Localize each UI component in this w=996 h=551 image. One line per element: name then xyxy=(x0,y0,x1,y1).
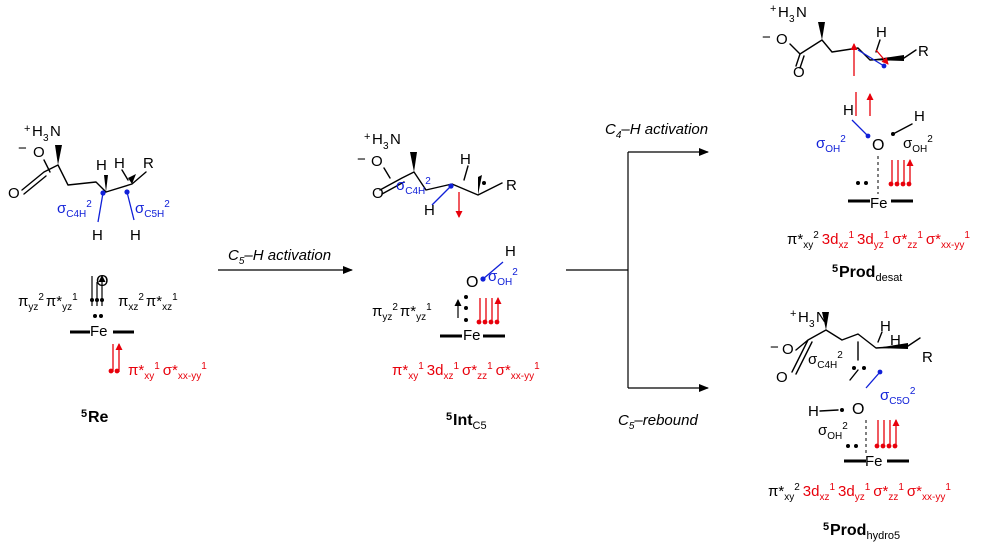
int-nh3-n: N xyxy=(390,131,401,148)
re-nh3-plus: + xyxy=(24,123,30,135)
desat-h-right: H xyxy=(914,108,925,125)
hydro-fe: Fe xyxy=(865,453,883,470)
re-label-sup: 5 xyxy=(81,408,87,420)
hydro-h-oh: H xyxy=(808,403,819,420)
arrow-c4h-label: C4–H activation xyxy=(605,121,708,141)
hydro-carboxylate-minus: − xyxy=(770,339,779,356)
desat-o: O xyxy=(872,137,884,154)
desat-sigma-oh-right: σOH2 xyxy=(903,134,933,155)
re-nh3-sub: 3 xyxy=(43,133,49,144)
structure-re: − O + H 3 N O H H R σC4H2 σC5H2 H H O Fe… xyxy=(8,123,207,426)
desat-carboxylate-minus: − xyxy=(762,29,771,46)
int-h-lower: H xyxy=(424,202,435,219)
re-sigma-c5h: σC5H2 xyxy=(135,199,170,220)
hydro-nh3-h: H xyxy=(798,309,809,326)
hydro-h1: H xyxy=(880,318,891,335)
int-o-single: O xyxy=(371,153,383,170)
structure-prod-hydro5: + H 3 N − O O H H R σC4H2 σC5O2 H O σOH2… xyxy=(768,308,951,542)
re-h4: H xyxy=(130,227,141,244)
int-h1: H xyxy=(460,151,471,168)
hydro-label-sup: 5 xyxy=(823,521,829,533)
int-label: IntC5 xyxy=(453,412,487,432)
re-fe: Fe xyxy=(90,323,108,340)
structure-prod-desat: + H 3 N − O O H R σOH2 H O H σOH2 Fe π*x… xyxy=(762,3,970,284)
desat-nh3-sub: 3 xyxy=(789,14,795,25)
desat-nh3-plus: + xyxy=(770,3,776,15)
hydro-label: Prodhydro5 xyxy=(830,522,900,542)
re-nh3-h: H xyxy=(32,123,43,140)
hydro-sigma-c5o: σC5O2 xyxy=(880,386,916,407)
re-carboxylate-minus: − xyxy=(18,140,27,157)
desat-h1: H xyxy=(876,24,887,41)
int-sigma-c4h: σC4H2 xyxy=(396,176,431,197)
int-r: R xyxy=(506,177,517,194)
re-h3: H xyxy=(92,227,103,244)
hydro-o-single: O xyxy=(782,341,794,358)
int-o-double: O xyxy=(372,185,384,202)
desat-nh3-n: N xyxy=(796,4,807,21)
hydro-nh3-n: N xyxy=(816,309,827,326)
int-h-oh: H xyxy=(505,243,516,260)
desat-o-single: O xyxy=(776,31,788,48)
desat-o-double: O xyxy=(793,64,805,81)
desat-fe: Fe xyxy=(870,195,888,212)
hydro-sigma-c4h: σC4H2 xyxy=(808,350,843,371)
re-skeleton: − O + H 3 N O H H R xyxy=(8,123,154,202)
desat-nh3-h: H xyxy=(778,4,789,21)
int-sigma-oh: σOH2 xyxy=(488,267,518,288)
int-fe: Fe xyxy=(463,327,481,344)
arrow-c5h-activation: C5–H activation xyxy=(218,247,353,274)
int-nh3-h: H xyxy=(372,131,383,148)
branch-arrows: C4–H activation C5–rebound xyxy=(566,121,709,432)
re-wedge-n xyxy=(55,145,62,165)
hydro-nh3-sub: 3 xyxy=(809,319,815,330)
re-nh3-n: N xyxy=(50,123,61,140)
int-nh3-sub: 3 xyxy=(383,141,389,152)
desat-sigma-oh-left: σOH2 xyxy=(816,134,846,155)
desat-label-sup: 5 xyxy=(832,263,838,275)
re-h2: H xyxy=(114,155,125,172)
int-carboxylate-minus: − xyxy=(357,151,366,168)
hydro-sigma-oh: σOH2 xyxy=(818,421,848,442)
desat-r: R xyxy=(918,43,929,60)
re-o-single: O xyxy=(33,144,45,161)
hydro-r: R xyxy=(922,349,933,366)
hydro-o-double: O xyxy=(776,369,788,386)
int-nh3-plus: + xyxy=(364,131,370,143)
int-o: O xyxy=(466,274,478,291)
hydro-h2: H xyxy=(890,332,901,349)
arrow-c5h-label: C5–H activation xyxy=(228,247,331,267)
desat-h-left: H xyxy=(843,102,854,119)
desat-label: Proddesat xyxy=(839,264,902,284)
re-label: Re xyxy=(88,409,109,426)
re-sigma-c4h: σC4H2 xyxy=(57,199,92,220)
arrow-rebound-label: C5–rebound xyxy=(618,412,698,432)
re-r: R xyxy=(143,155,154,172)
re-o-double: O xyxy=(8,185,20,202)
hydro-o: O xyxy=(852,401,864,418)
re-h1: H xyxy=(96,157,107,174)
hydro-nh3-plus: + xyxy=(790,308,796,320)
int-label-sup: 5 xyxy=(446,411,452,423)
